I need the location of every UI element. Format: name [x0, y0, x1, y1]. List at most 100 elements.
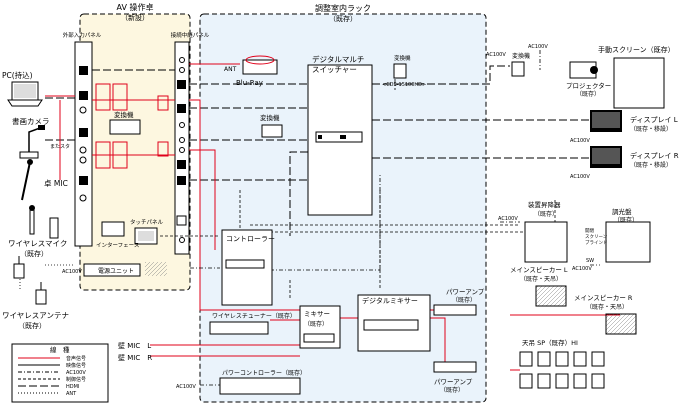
mic-r-label: 壁 MIC R — [118, 353, 152, 362]
ceiling-sp-label: 天吊 SP（既存）HI — [522, 338, 578, 347]
power-amp-2 — [433, 361, 477, 373]
rack-sub: （既存） — [329, 14, 357, 23]
wireless-antenna-label: ワイヤレスアンテナ — [2, 311, 69, 320]
mixer-label: ミキサー — [304, 310, 330, 318]
projector-device — [569, 61, 598, 79]
main-sp-l-device — [535, 285, 567, 307]
dimmer-label: 調光盤 — [612, 207, 632, 216]
antenna-devices — [13, 256, 47, 305]
main-sp-r-device — [605, 313, 637, 335]
interface-label: インターフェース — [96, 241, 139, 249]
converter-small-label: 変換機 — [394, 54, 411, 62]
digital-mixer-label: デジタルミキサー — [362, 296, 418, 305]
converter-proj-label: 変換機 — [512, 52, 530, 60]
sw-label: SW — [586, 258, 594, 264]
wireless-tuner — [209, 321, 269, 335]
ac-label-8: AC100V — [176, 384, 196, 390]
power-amp-1 — [433, 304, 477, 316]
converter-left — [109, 119, 141, 135]
converter-mid — [261, 124, 283, 138]
connector-panel-label: 接続中継パネル — [171, 31, 210, 39]
ac-label-6: AC100V — [498, 216, 518, 222]
legend-label-1: 映像信号 — [66, 362, 86, 369]
ac-label-1: AC100V — [62, 269, 82, 275]
wireless-antenna-sub: （既存） — [18, 321, 46, 330]
display-l-label: ディスプレイ L — [630, 115, 678, 124]
lift-sub: （既存） — [534, 210, 558, 218]
wireless-mic-sub: （既存） — [20, 249, 48, 258]
wireless-mic-device — [29, 205, 59, 239]
input-panel-label: 外部入力パネル — [63, 31, 102, 39]
legend-label-3: 制御信号 — [66, 376, 86, 383]
projector-label: プロジェクター — [566, 81, 611, 90]
power-unit-label: 電源ユニット — [98, 267, 134, 275]
doc-camera-label: 書画カメラ — [12, 116, 50, 126]
ac-label-7: AC100V — [572, 266, 592, 272]
controller-label: コントローラー — [226, 235, 275, 243]
av-desk-title: AV 操作卓 — [117, 2, 154, 12]
ceiling-speakers — [519, 351, 605, 389]
projector-sub: （既存） — [576, 90, 600, 98]
dimmer-device — [605, 221, 651, 263]
power-amp-1-sub: （既存） — [452, 296, 476, 304]
main-sp-l-label: メインスピーカー L — [510, 266, 568, 274]
screen-device — [613, 57, 665, 109]
power-unit — [83, 263, 141, 277]
cd-label: <CDS-15100HD> — [382, 82, 426, 88]
main-sp-r-label: メインスピーカー R — [574, 294, 633, 302]
legend-box — [11, 343, 109, 403]
legend-title: 線 種 — [50, 345, 70, 354]
converter-mid-label: 変換機 — [260, 113, 280, 122]
legend-label-4: HDMI — [66, 384, 79, 390]
display-r-label: ディスプレイ R — [630, 151, 679, 160]
power-amp-2-sub: （既存） — [440, 386, 464, 394]
ant-label: ANT — [224, 66, 237, 73]
legend-items: 音声信号 映像信号 AC100V 制御信号 HDMI ANT — [18, 355, 86, 397]
audio-lines — [45, 63, 620, 371]
interface-box — [101, 221, 125, 237]
dimmer-sub: （既存） — [614, 216, 638, 224]
switcher-line1: デジタルマルチ — [312, 54, 364, 64]
ctrl-label-2: ブラインド — [585, 239, 608, 246]
converter-small — [393, 63, 407, 79]
legend-label-0: 音声信号 — [66, 355, 86, 362]
ac-label-3: AC100V — [528, 44, 548, 50]
display-l-sub: （既存・移設） — [630, 125, 672, 133]
lift-device — [524, 221, 568, 263]
converter-left-label: 変換機 — [114, 110, 134, 119]
ac-label-2: AC100V — [486, 52, 506, 58]
desk-mic-device — [21, 159, 33, 201]
av-desk-sub: （新設） — [121, 13, 149, 22]
rack-title: 調整室内ラック — [315, 3, 371, 13]
ac-label-5: AC100V — [570, 174, 590, 180]
switcher-unit — [315, 131, 363, 143]
mixer-sub: （既存） — [304, 320, 328, 328]
legend-label-5: ANT — [66, 391, 77, 397]
audio-terminals — [95, 83, 169, 169]
ac-label-4: AC100V — [570, 138, 590, 144]
main-sp-r-sub: （既存・天吊） — [586, 303, 628, 311]
switcher-line2: スイッチャー — [312, 65, 357, 74]
power-amp-1-label: パワーアンプ — [446, 288, 485, 296]
display-r-sub: （既存・移設） — [630, 161, 672, 169]
pc-label: PC(持込) — [2, 70, 33, 80]
screen-label: 手動スクリーン（既存） — [598, 45, 675, 54]
ctrl-label-0: 開閉 — [585, 228, 594, 234]
converter-proj — [511, 61, 525, 77]
desk-hatch — [145, 262, 167, 276]
hdmi-lines — [45, 65, 590, 236]
ctrl-label-1: スクリーン — [585, 234, 608, 240]
doc-camera-device — [19, 125, 45, 159]
legend-label-2: AC100V — [66, 370, 86, 376]
touch-panel-label: タッチパネル — [130, 218, 164, 226]
power-amp-2-label: パワーアンプ — [434, 378, 473, 386]
desk-mic-label: 卓 MIC — [44, 178, 68, 188]
wireless-tuner-label: ワイヤレスチューナー（既存） — [212, 312, 296, 320]
main-sp-l-sub: （既存・天吊） — [520, 275, 562, 283]
bluray-label: Blu-Ray — [236, 79, 263, 87]
power-controller-box — [219, 377, 301, 395]
power-controller-label: パワーコントローラー（既存） — [222, 369, 306, 377]
panel-connectors — [79, 57, 187, 243]
